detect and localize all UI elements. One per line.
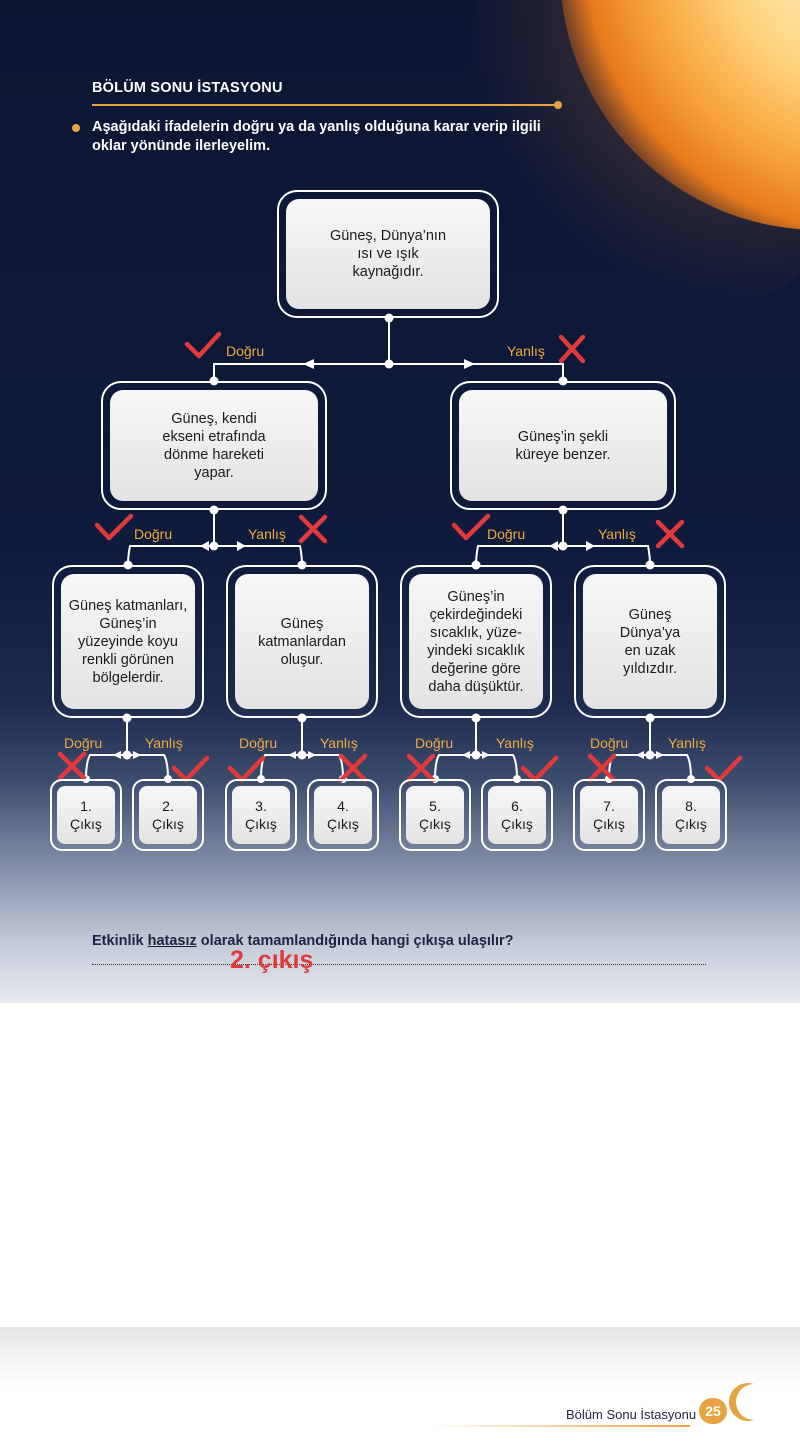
answer-dotted-line[interactable] <box>92 964 706 965</box>
label-true-ll: Doğru <box>64 735 103 751</box>
cross-mark-icon <box>558 334 586 364</box>
exit-label: Çıkış <box>245 816 277 832</box>
title-line-dot <box>554 101 562 109</box>
exit-box-2: 2. Çıkış <box>132 779 204 851</box>
statement-text: Güneş katmanlardan oluşur. <box>235 574 369 709</box>
exit-box-3: 3. Çıkış <box>225 779 297 851</box>
cross-mark-icon <box>57 751 87 781</box>
question-part: olarak tamamlandığında hangi çıkışa ulaş… <box>196 933 514 949</box>
exit-box-1: 1. Çıkış <box>50 779 122 851</box>
label-false-rr: Yanlış <box>668 735 706 751</box>
exit-label: Çıkış <box>419 816 451 832</box>
label-false-right: Yanlış <box>598 526 636 542</box>
question-text: Etkinlik hatasız olarak tamamlandığında … <box>92 933 513 949</box>
footer-section-name: Bölüm Sonu İstasyonu <box>566 1407 697 1422</box>
exit-label: Çıkış <box>327 816 359 832</box>
statement-box-ll: Güneş katmanları, Güneş’in yüzeyinde koy… <box>52 565 204 718</box>
label-false-lr: Yanlış <box>320 735 358 751</box>
exit-box-8: 8. Çıkış <box>655 779 727 851</box>
check-mark-icon <box>171 755 210 783</box>
section-title: BÖLÜM SONU İSTASYONU <box>92 80 283 96</box>
exit-number: 6. <box>511 798 523 814</box>
label-true-right: Doğru <box>487 526 526 542</box>
label-true-root: Doğru <box>226 343 265 359</box>
question-part: Etkinlik <box>92 933 148 949</box>
page-number: 25 <box>699 1398 727 1424</box>
exit-box-5: 5. Çıkış <box>399 779 471 851</box>
footer-line <box>430 1425 690 1427</box>
label-true-rl: Doğru <box>415 735 454 751</box>
check-mark-icon <box>704 755 743 783</box>
statement-box-left: Güneş, kendi ekseni etrafında dönme hare… <box>101 381 327 510</box>
label-false-left: Yanlış <box>248 526 286 542</box>
handwritten-answer: 2. çıkış <box>230 946 314 974</box>
exit-label: Çıkış <box>675 816 707 832</box>
cross-mark-icon <box>298 514 328 544</box>
exit-number: 2. <box>162 798 174 814</box>
statement-text: Güneş Dünya’ya en uzak yıldızdır. <box>583 574 717 709</box>
exit-number: 1. <box>80 798 92 814</box>
exit-number: 7. <box>603 798 615 814</box>
exit-number: 8. <box>685 798 697 814</box>
check-mark-icon <box>184 331 222 359</box>
exit-number: 4. <box>337 798 349 814</box>
crescent-moon-icon <box>728 1383 754 1421</box>
label-true-lr: Doğru <box>239 735 278 751</box>
exit-number: 5. <box>429 798 441 814</box>
label-true-left: Doğru <box>134 526 173 542</box>
statement-box-rl: Güneş’in çekirdeğindeki sıcaklık, yüze-y… <box>400 565 552 718</box>
cross-mark-icon <box>406 753 436 783</box>
label-false-rl: Yanlış <box>496 735 534 751</box>
check-mark-icon <box>520 755 559 783</box>
cross-mark-icon <box>338 753 368 783</box>
label-false-ll: Yanlış <box>145 735 183 751</box>
exit-label: Çıkış <box>593 816 625 832</box>
label-false-root: Yanlış <box>507 343 545 359</box>
statement-box-right: Güneş’in şekli küreye benzer. <box>450 381 676 510</box>
statement-text: Güneş, Dünya’nın ısı ve ışık kaynağıdır. <box>286 199 490 309</box>
title-underline <box>92 104 558 106</box>
statement-text: Güneş’in şekli küreye benzer. <box>459 390 667 501</box>
statement-box-root: Güneş, Dünya’nın ısı ve ışık kaynağıdır. <box>277 190 499 318</box>
statement-box-lr: Güneş katmanlardan oluşur. <box>226 565 378 718</box>
cross-mark-icon <box>587 753 617 783</box>
exit-box-4: 4. Çıkış <box>307 779 379 851</box>
statement-text: Güneş’in çekirdeğindeki sıcaklık, yüze-y… <box>409 574 543 709</box>
exit-box-6: 6. Çıkış <box>481 779 553 851</box>
check-mark-icon <box>451 513 491 541</box>
label-true-rr: Doğru <box>590 735 629 751</box>
question-underlined-word: hatasız <box>147 933 197 949</box>
intro-text: Aşağıdaki ifadelerin doğru ya da yanlış … <box>92 119 541 154</box>
exit-box-7: 7. Çıkış <box>573 779 645 851</box>
footer-band <box>0 1327 800 1387</box>
exit-number: 3. <box>255 798 267 814</box>
statement-text: Güneş, kendi ekseni etrafında dönme hare… <box>110 390 318 501</box>
exit-label: Çıkış <box>152 816 184 832</box>
exit-label: Çıkış <box>501 816 533 832</box>
exit-label: Çıkış <box>70 816 102 832</box>
intro-bullet <box>72 124 80 132</box>
activity-panel: BÖLÜM SONU İSTASYONU Aşağıdaki ifadeleri… <box>0 0 800 1003</box>
check-mark-icon <box>94 513 134 541</box>
flow-connectors <box>57 331 743 783</box>
statement-text: Güneş katmanları, Güneş’in yüzeyinde koy… <box>61 574 195 709</box>
statement-box-rr: Güneş Dünya’ya en uzak yıldızdır. <box>574 565 726 718</box>
cross-mark-icon <box>655 519 685 549</box>
